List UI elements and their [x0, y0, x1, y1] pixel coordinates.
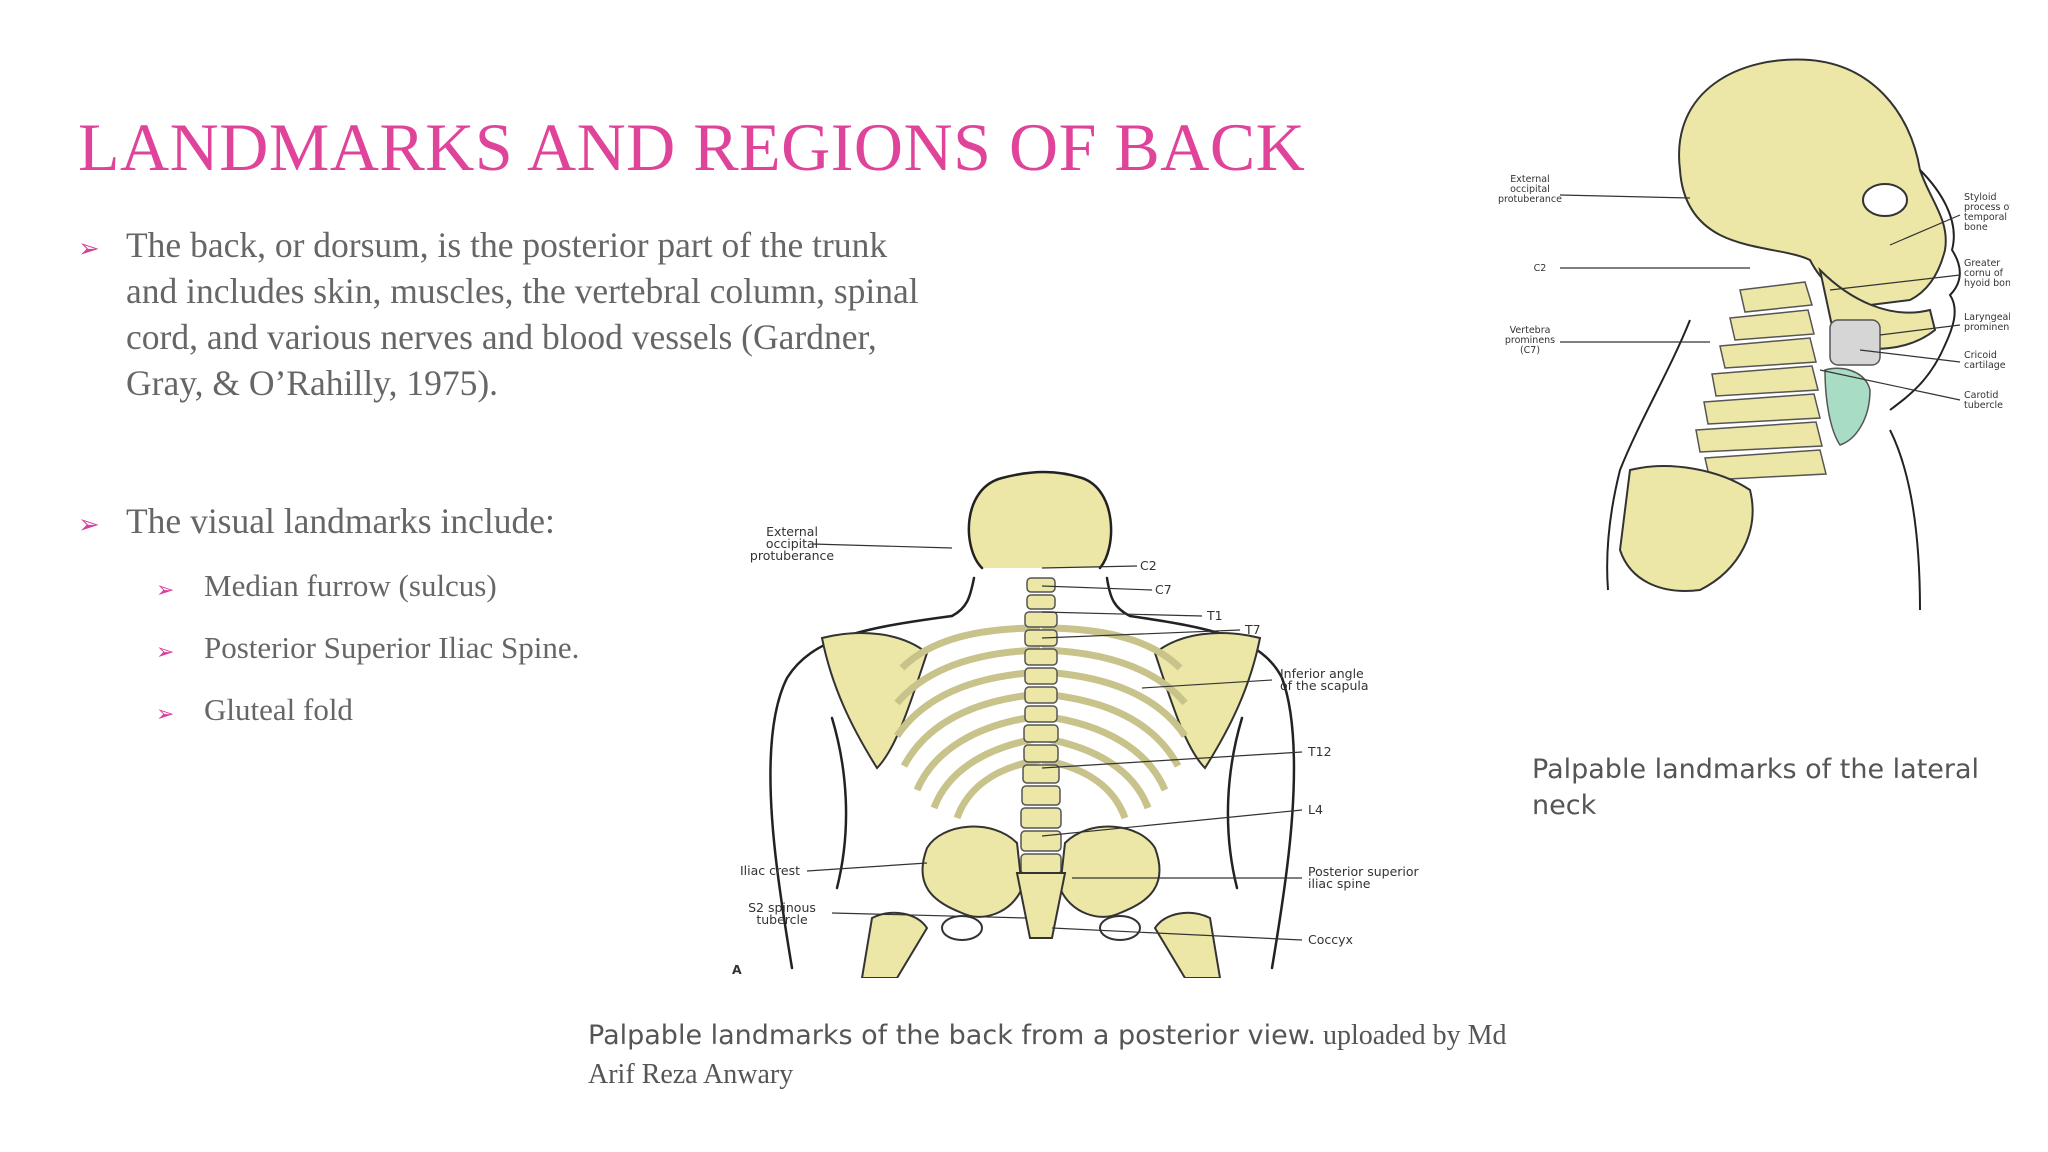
caption-main: Palpable landmarks of the back from a po…: [588, 1020, 1316, 1051]
right-scapula: [1153, 632, 1262, 770]
sub-bullet-item: ➢ Median furrow (sulcus): [78, 566, 938, 606]
neck-leader-lines: [1559, 194, 1961, 401]
sub-bullet-text: Gluteal fold: [204, 692, 353, 727]
arrow-bullet-icon: ➢: [156, 701, 175, 726]
skull: [1678, 58, 1947, 307]
svg-text:T1: T1: [1206, 608, 1223, 623]
svg-text:process of: process of: [1964, 202, 2010, 213]
right-femur: [1153, 911, 1222, 978]
arrow-bullet-icon: ➢: [78, 510, 100, 539]
lateral-neck-illustration: External occipital protuberance C2 Verte…: [1498, 58, 2010, 611]
svg-text:C2: C2: [1140, 558, 1157, 573]
svg-text:T12: T12: [1307, 744, 1332, 759]
svg-text:tubercle: tubercle: [756, 912, 808, 927]
neck-figure-caption: Palpable landmarks of the lateral neck: [1532, 754, 1980, 821]
bullet-item: ➢ The back, or dorsum, is the posterior …: [78, 222, 938, 406]
svg-text:occipital: occipital: [766, 536, 818, 551]
shoulder-bone: [1618, 465, 1754, 592]
left-scapula: [820, 632, 929, 770]
svg-text:Inferior angle: Inferior angle: [1280, 666, 1364, 681]
caption-credit: uploaded by Md Arif Reza Anwary: [588, 1020, 1507, 1090]
svg-text:prominence: prominence: [1964, 322, 2010, 333]
pelvis: [921, 825, 1024, 918]
svg-text:(C7): (C7): [1520, 345, 1540, 356]
svg-text:Greater: Greater: [1964, 258, 2000, 269]
left-obturator: [941, 915, 983, 941]
svg-text:tubercle: tubercle: [1964, 400, 2003, 411]
arrow-bullet-icon: ➢: [78, 234, 100, 263]
svg-text:External: External: [766, 524, 818, 539]
svg-text:protuberance: protuberance: [1498, 194, 1562, 205]
eye-orbit: [1862, 183, 1908, 217]
svg-text:occipital: occipital: [1510, 184, 1550, 195]
svg-text:S2 spinous: S2 spinous: [748, 900, 816, 915]
sacrum: [1015, 872, 1067, 939]
svg-text:prominens: prominens: [1505, 335, 1555, 346]
rib-cage: [894, 624, 1188, 820]
svg-text:Coccyx: Coccyx: [1308, 932, 1353, 947]
back-skeleton-illustration: External occipital protuberance C2 C7 T1…: [732, 470, 1420, 978]
svg-text:Laryngeal: Laryngeal: [1964, 312, 2010, 323]
neck-figure-labels: External occipital protuberance C2 Verte…: [1498, 174, 2010, 411]
bullet-text: The back, or dorsum, is the posterior pa…: [126, 225, 919, 403]
svg-text:hyoid bone: hyoid bone: [1964, 278, 2010, 289]
svg-text:C7: C7: [1155, 582, 1172, 597]
thyroid-cartilage: [1829, 319, 1881, 366]
bullet-text: The visual landmarks include:: [126, 501, 555, 541]
svg-text:L4: L4: [1308, 802, 1323, 817]
svg-text:Carotid: Carotid: [1964, 390, 1998, 401]
right-obturator: [1099, 915, 1141, 941]
arrow-bullet-icon: ➢: [156, 639, 175, 664]
svg-text:T7: T7: [1244, 622, 1261, 637]
svg-text:Iliac crest: Iliac crest: [740, 863, 800, 878]
svg-text:temporal: temporal: [1964, 212, 2007, 223]
slide-title: LANDMARKS AND REGIONS OF BACK: [78, 109, 1306, 185]
vertebral-column: [1020, 577, 1062, 875]
svg-text:iliac spine: iliac spine: [1308, 876, 1371, 891]
svg-text:Styloid: Styloid: [1964, 192, 1997, 203]
svg-text:cornu of: cornu of: [1964, 268, 2004, 279]
svg-text:bone: bone: [1964, 222, 1988, 233]
svg-text:protuberance: protuberance: [750, 548, 834, 563]
svg-text:cartilage: cartilage: [1964, 360, 2006, 371]
bullet-list: ➢ The back, or dorsum, is the posterior …: [78, 222, 938, 730]
sub-bullet-text: Posterior Superior Iliac Spine.: [204, 630, 580, 665]
svg-text:of the scapula: of the scapula: [1280, 678, 1369, 693]
cervical-vertebrae: [1695, 281, 1827, 481]
pelvis-right: [1058, 825, 1161, 918]
bullet-item: ➢ The visual landmarks include:: [78, 498, 938, 544]
cricoid-cartilage: [1824, 367, 1871, 446]
svg-text:Vertebra: Vertebra: [1510, 325, 1551, 336]
back-figure-caption: Palpable landmarks of the back from a po…: [588, 1016, 1548, 1094]
back-figure-labels: External occipital protuberance C2 C7 T1…: [732, 524, 1420, 977]
leader-lines: [806, 543, 1303, 941]
left-femur: [860, 911, 929, 978]
svg-text:Posterior superior: Posterior superior: [1308, 864, 1420, 879]
sub-bullet-text: Median furrow (sulcus): [204, 568, 497, 603]
svg-text:External: External: [1510, 174, 1549, 185]
sub-bullet-item: ➢ Posterior Superior Iliac Spine.: [78, 628, 938, 668]
svg-text:Cricoid: Cricoid: [1964, 350, 1997, 361]
sub-bullet-item: ➢ Gluteal fold: [78, 690, 938, 730]
svg-text:A: A: [732, 962, 742, 977]
arrow-bullet-icon: ➢: [156, 577, 175, 602]
svg-text:C2: C2: [1534, 263, 1547, 274]
